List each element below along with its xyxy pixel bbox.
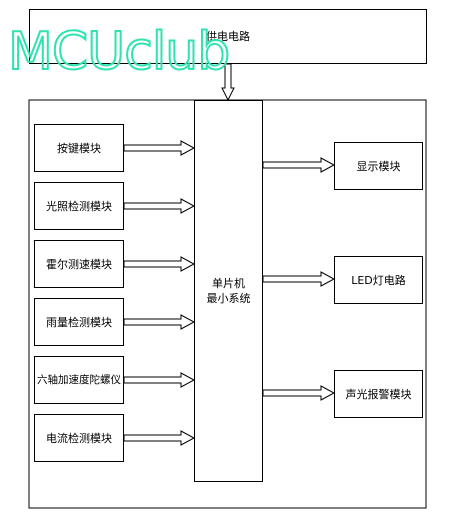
mcu-label-line1: 单片机 <box>212 277 245 290</box>
input-module-label: 按键模块 <box>57 141 101 155</box>
input-module-label: 光照检测模块 <box>46 199 112 213</box>
input-module-hall: 霍尔测速模块 <box>34 240 124 288</box>
input-arrow-rain <box>123 314 196 330</box>
input-module-current: 电流检测模块 <box>34 414 124 462</box>
output-module-label: 声光报警模块 <box>345 387 412 401</box>
input-arrow-hall <box>123 256 196 272</box>
power-supply-box: 供电电路 <box>29 9 427 64</box>
input-module-label: 电流检测模块 <box>46 431 112 445</box>
output-module-display: 显示模块 <box>334 142 423 190</box>
input-module-light: 光照检测模块 <box>34 182 124 230</box>
input-arrow-current <box>123 430 196 446</box>
power-to-mcu-arrow <box>221 63 235 102</box>
output-arrow-alarm <box>262 385 336 401</box>
input-module-label: 雨量检测模块 <box>46 315 112 329</box>
output-module-label: LED灯电路 <box>351 273 406 287</box>
output-module-alarm: 声光报警模块 <box>334 370 423 418</box>
output-module-label: 显示模块 <box>356 159 401 173</box>
output-arrow-display <box>262 157 336 173</box>
power-supply-label: 供电电路 <box>206 30 250 43</box>
input-module-gyro: 六轴加速度陀螺仪 <box>34 356 124 404</box>
input-module-keys: 按键模块 <box>34 124 124 172</box>
input-module-label: 六轴加速度陀螺仪 <box>37 373 121 386</box>
mcu-label-line2: 最小系统 <box>206 292 251 305</box>
input-arrow-light <box>123 198 196 214</box>
output-module-led: LED灯电路 <box>334 256 423 304</box>
output-arrow-led <box>262 271 336 287</box>
input-module-label: 霍尔测速模块 <box>46 257 112 271</box>
input-module-rain: 雨量检测模块 <box>34 298 124 346</box>
mcu-box: 单片机 最小系统 <box>194 100 263 482</box>
input-arrow-keys <box>123 140 196 156</box>
input-arrow-gyro <box>123 372 196 388</box>
